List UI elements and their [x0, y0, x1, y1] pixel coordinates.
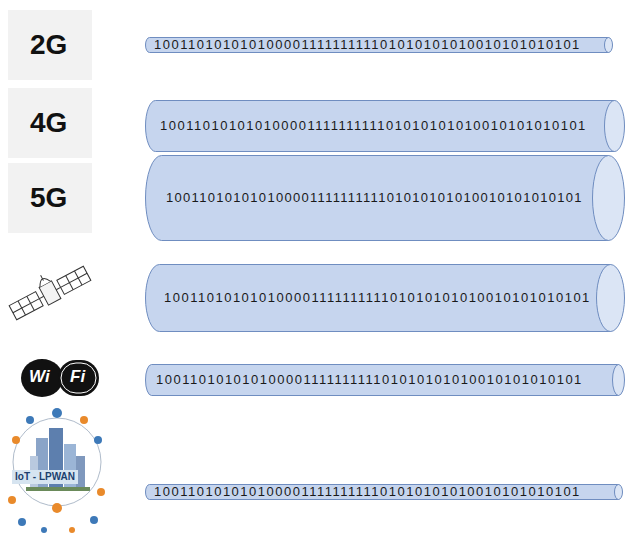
pipe-end [593, 156, 625, 241]
binary-data: 1001101010101000011111111110101010101001… [164, 291, 591, 305]
pipe-body [146, 156, 609, 241]
binary-data: 1001101010101000011111111110101010101001… [166, 191, 583, 205]
network-icon-box: 2G [8, 10, 92, 80]
satellite-icon [4, 256, 92, 322]
network-name: 5G [30, 182, 67, 214]
binary-data: 1001101010101000011111111110101010101001… [160, 119, 587, 133]
pipe-end [605, 38, 613, 53]
binary-data: 1001101010101000011111111110101010101001… [154, 485, 581, 499]
network-name: 2G [30, 29, 67, 61]
pipe-body [146, 265, 611, 332]
network-icon-box: 5G [8, 163, 92, 233]
wifi-logo [21, 359, 99, 397]
pipe-body [146, 365, 619, 396]
binary-data: 1001101010101000011111111110101010101001… [156, 373, 583, 387]
pipe-body [146, 485, 619, 500]
pipe-body [146, 101, 615, 152]
data-pipe: 1001101010101000011111111110101010101001… [145, 37, 613, 53]
logo-text: Fi [70, 367, 85, 387]
network-icon-box: 4G [8, 88, 92, 158]
data-pipe: 1001101010101000011111111110101010101001… [145, 155, 625, 241]
data-pipe: 1001101010101000011111111110101010101001… [145, 364, 625, 396]
data-pipe: 1001101010101000011111111110101010101001… [145, 100, 625, 152]
pipe-body [146, 38, 609, 53]
pipe-end [613, 365, 625, 396]
network-name: 4G [30, 107, 67, 139]
binary-data: 1001101010101000011111111110101010101001… [154, 38, 581, 52]
pipe-end [597, 265, 625, 332]
pipe-end [605, 101, 625, 152]
logo-text: Wi [29, 367, 50, 387]
data-pipe: 1001101010101000011111111110101010101001… [145, 264, 625, 332]
picture-caption: IoT - LPWAN [12, 470, 78, 484]
data-pipe: 1001101010101000011111111110101010101001… [145, 484, 623, 500]
iot-city-picture [6, 404, 108, 536]
pipe-end [615, 485, 623, 500]
